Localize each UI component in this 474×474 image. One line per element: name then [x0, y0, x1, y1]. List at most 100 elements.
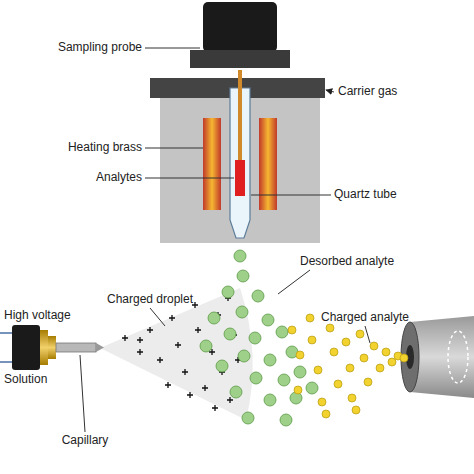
charge-sign [195, 327, 201, 333]
part-label: Quartz tube [334, 188, 397, 201]
probe-body [203, 2, 277, 52]
leader-line [278, 270, 310, 294]
heating-brass [259, 118, 277, 210]
ms-inlet [410, 316, 474, 398]
capillary-tube [56, 343, 96, 352]
leader-line [365, 326, 370, 343]
heating-brass [203, 118, 221, 210]
probe-needle [238, 70, 242, 162]
desorbed-particle [237, 270, 249, 282]
charge-sign [175, 342, 181, 348]
probe-base [190, 50, 290, 68]
wire [0, 361, 12, 363]
charge-sign [122, 335, 128, 341]
charged-particle [322, 410, 330, 418]
charged-particle [382, 348, 390, 356]
desorbed-particle [234, 250, 246, 262]
charge-signs [122, 295, 241, 411]
desorbed-particle [278, 374, 290, 386]
particles [200, 250, 408, 426]
desorbed-particle [222, 286, 234, 298]
charged-particle [306, 314, 314, 322]
charge-sign [227, 397, 233, 403]
part-label: Sampling probe [58, 41, 142, 54]
carrier-gas-arrow [326, 90, 334, 92]
desorbed-particle [208, 312, 220, 324]
leader-line [145, 48, 200, 49]
charged-particle [288, 326, 296, 334]
inlet-ring [448, 331, 468, 383]
wire [0, 332, 12, 334]
charged-particle [308, 336, 316, 344]
leader-line [145, 178, 234, 179]
charge-sign [169, 315, 175, 321]
desorbed-particle [264, 394, 276, 406]
desorbed-particle [306, 382, 318, 394]
part-label: Analytes [96, 171, 142, 184]
part-label: High voltage [4, 309, 71, 322]
leader-line [251, 195, 331, 196]
capillary-tip [96, 343, 104, 352]
desorbed-particle [236, 306, 248, 318]
desorbed-particle [264, 354, 276, 366]
charged-particle [364, 378, 372, 386]
part-label: Solution [4, 373, 47, 386]
leader-line [145, 148, 203, 149]
charged-particle [388, 358, 396, 366]
desorbed-particle [276, 326, 288, 338]
charged-particle [356, 330, 364, 338]
leader-line [80, 355, 85, 432]
leader-line [150, 308, 165, 326]
voltage-source [12, 325, 40, 370]
desorbed-particle [294, 366, 306, 378]
desorbed-particle [242, 412, 254, 424]
part-label: Carrier gas [338, 85, 397, 98]
charge-sign [147, 327, 153, 333]
charged-particle [376, 364, 384, 372]
desorbed-particle [280, 414, 292, 426]
part-label: Desorbed analyte [300, 255, 394, 268]
charge-sign [212, 405, 218, 411]
charged-particle [330, 348, 338, 356]
charge-sign [137, 349, 143, 355]
part-label: Charged droplet [107, 293, 193, 306]
part-label: Heating brass [68, 141, 142, 154]
desorbed-particle [200, 340, 212, 352]
charged-particle [326, 324, 334, 332]
part-label: Capillary [62, 434, 109, 447]
charged-particle [352, 406, 360, 414]
charged-particle [400, 354, 408, 362]
charged-particle [348, 394, 356, 402]
charged-particle [294, 386, 302, 394]
leader-lines [80, 48, 370, 432]
charged-particle [370, 342, 378, 350]
charged-particle [314, 366, 322, 374]
charge-sign [202, 385, 208, 391]
charge-sign [165, 382, 171, 388]
charged-particle [360, 354, 368, 362]
charged-particle [318, 398, 326, 406]
charge-sign [187, 392, 193, 398]
part-label: Charged analyte [321, 311, 409, 324]
desorbed-particle [249, 332, 261, 344]
desorbed-particle [224, 328, 236, 340]
desorbed-particle [250, 372, 262, 384]
charged-particle [296, 351, 304, 359]
connector [40, 330, 48, 365]
connector [48, 336, 56, 359]
desorbed-particle [216, 360, 228, 372]
desorbed-particle [230, 386, 242, 398]
desorbed-particle [238, 350, 250, 362]
desorbed-particle [262, 314, 274, 326]
desorbed-particle [252, 290, 264, 302]
analyte-sample [235, 160, 245, 196]
charge-sign [157, 357, 163, 363]
inlet-opening [401, 322, 419, 392]
charge-sign [182, 369, 188, 375]
charged-particle [346, 364, 354, 372]
charged-particle [342, 338, 350, 346]
spray-plume [100, 288, 253, 420]
